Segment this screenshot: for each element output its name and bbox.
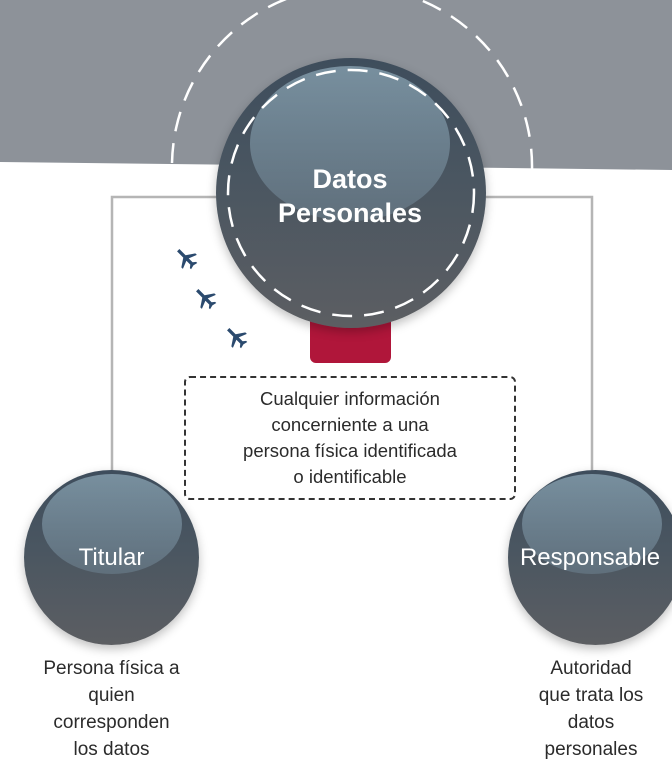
sphere-highlight — [522, 474, 662, 574]
titular-caption: Persona física a quien corresponden los … — [14, 655, 209, 763]
definition-line: o identificable — [293, 466, 407, 487]
airplane-icon — [196, 289, 217, 310]
definition-box: Cualquier información concerniente a una… — [184, 376, 516, 500]
caption-line: Autoridad — [550, 658, 632, 679]
responsable-caption: Autoridad que trata los datos personales — [510, 655, 672, 763]
main-title-line2: Personales — [277, 198, 423, 228]
main-title-line1: Datos — [312, 164, 388, 194]
caption-line: quien — [88, 685, 135, 706]
titular-label: Titular — [78, 544, 145, 571]
responsable-label: Responsable — [519, 544, 661, 571]
connector-line-left — [110, 195, 230, 475]
definition-line: concerniente a una — [271, 414, 429, 435]
caption-line: personales — [544, 739, 638, 760]
sphere-highlight — [42, 474, 182, 574]
connector-line-right — [470, 195, 594, 475]
definition-line: persona física identificada — [243, 440, 457, 461]
caption-line: Persona física a — [43, 658, 180, 679]
airplane-icon — [227, 328, 248, 349]
inner-dashed-circle — [226, 68, 476, 318]
caption-line: los datos — [73, 739, 150, 760]
main-title: Datos Personales — [250, 162, 450, 230]
definition-text: Cualquier información concerniente a una… — [237, 386, 463, 490]
caption-line: corresponden — [53, 712, 170, 733]
caption-line: datos — [567, 712, 615, 733]
responsable-sphere — [508, 470, 672, 645]
titular-sphere — [24, 470, 199, 645]
airplane-icon — [177, 249, 198, 270]
caption-line: que trata los — [538, 685, 644, 706]
definition-line: Cualquier información — [260, 388, 440, 409]
sphere-highlight — [250, 66, 450, 221]
datos-personales-sphere — [216, 58, 486, 328]
airplane-icons — [177, 249, 248, 349]
